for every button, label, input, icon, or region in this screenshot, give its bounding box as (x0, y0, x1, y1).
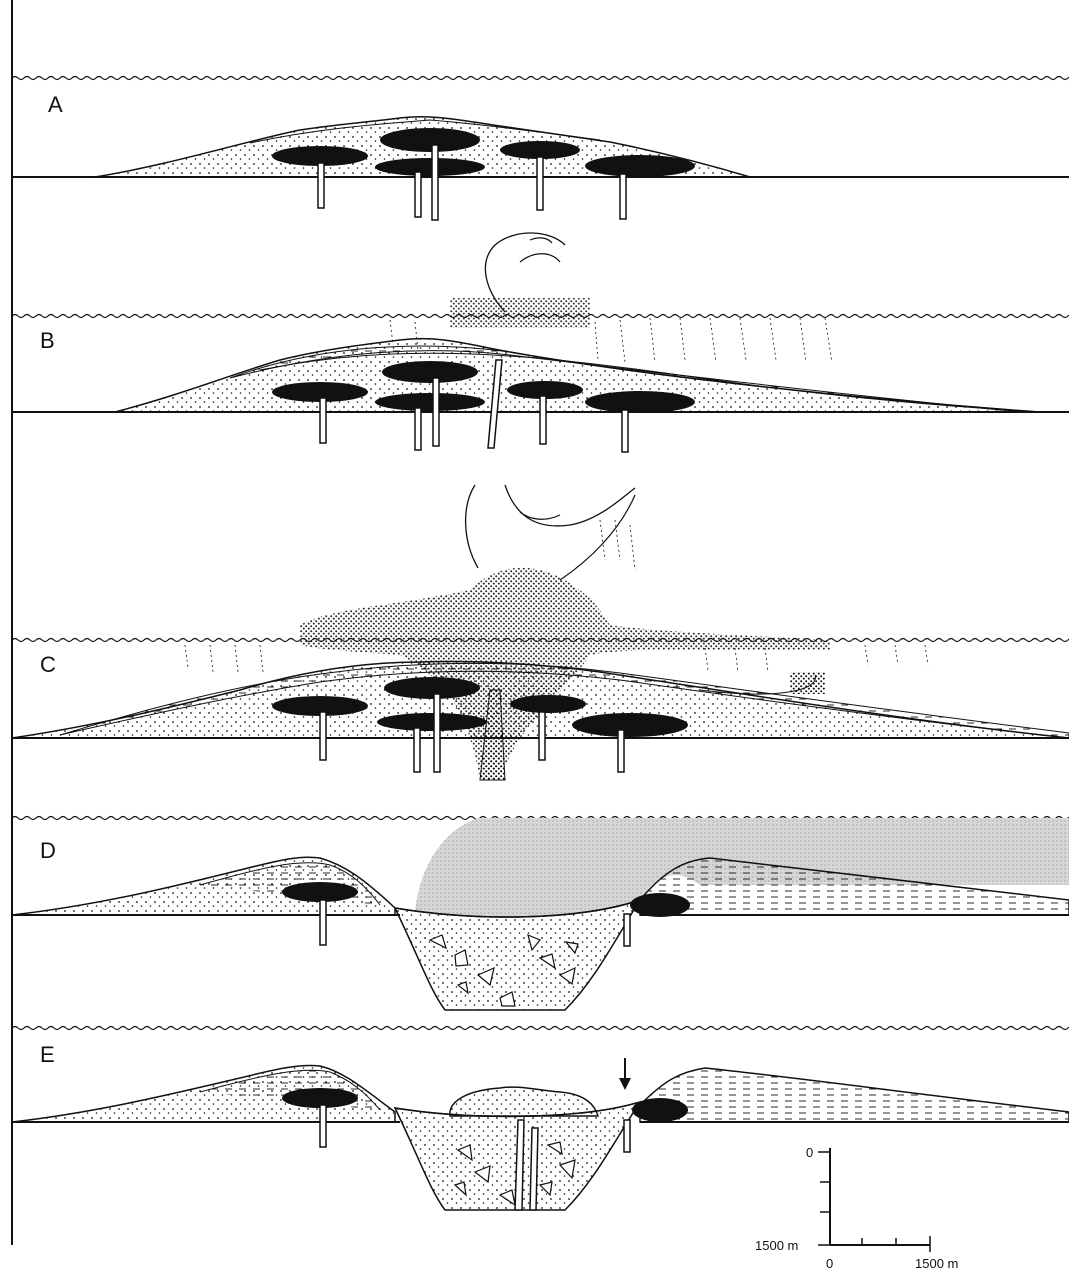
panel-label-c: C (40, 652, 56, 677)
panel-b: B (12, 233, 1069, 452)
scale-horizontal-right: 1500 m (915, 1256, 958, 1271)
panel-e: E (12, 1027, 1069, 1211)
volcanic-edifice-right (640, 1068, 1069, 1122)
ash-cloud (450, 298, 590, 328)
sea-level-line (12, 1027, 1069, 1030)
collapse-breccia (395, 900, 640, 1010)
panel-label-a: A (48, 92, 63, 117)
down-arrow-icon (619, 1058, 631, 1090)
magma-body (282, 882, 358, 902)
panel-a: A (12, 77, 1069, 221)
sea-level-line (12, 77, 1069, 80)
scale-bar: 0 1500 m 0 1500 m (755, 1145, 958, 1271)
scale-horizontal-left: 0 (826, 1256, 833, 1271)
eruption-plume (466, 485, 478, 568)
scale-vertical-top: 0 (806, 1145, 813, 1160)
resurgent-dome (450, 1087, 598, 1116)
panel-d: D (12, 817, 1069, 1011)
panel-label-d: D (40, 838, 56, 863)
panel-c: C (12, 485, 1069, 780)
panel-label-b: B (40, 328, 55, 353)
panel-label-e: E (40, 1042, 55, 1067)
scale-vertical-bottom: 1500 m (755, 1238, 798, 1253)
